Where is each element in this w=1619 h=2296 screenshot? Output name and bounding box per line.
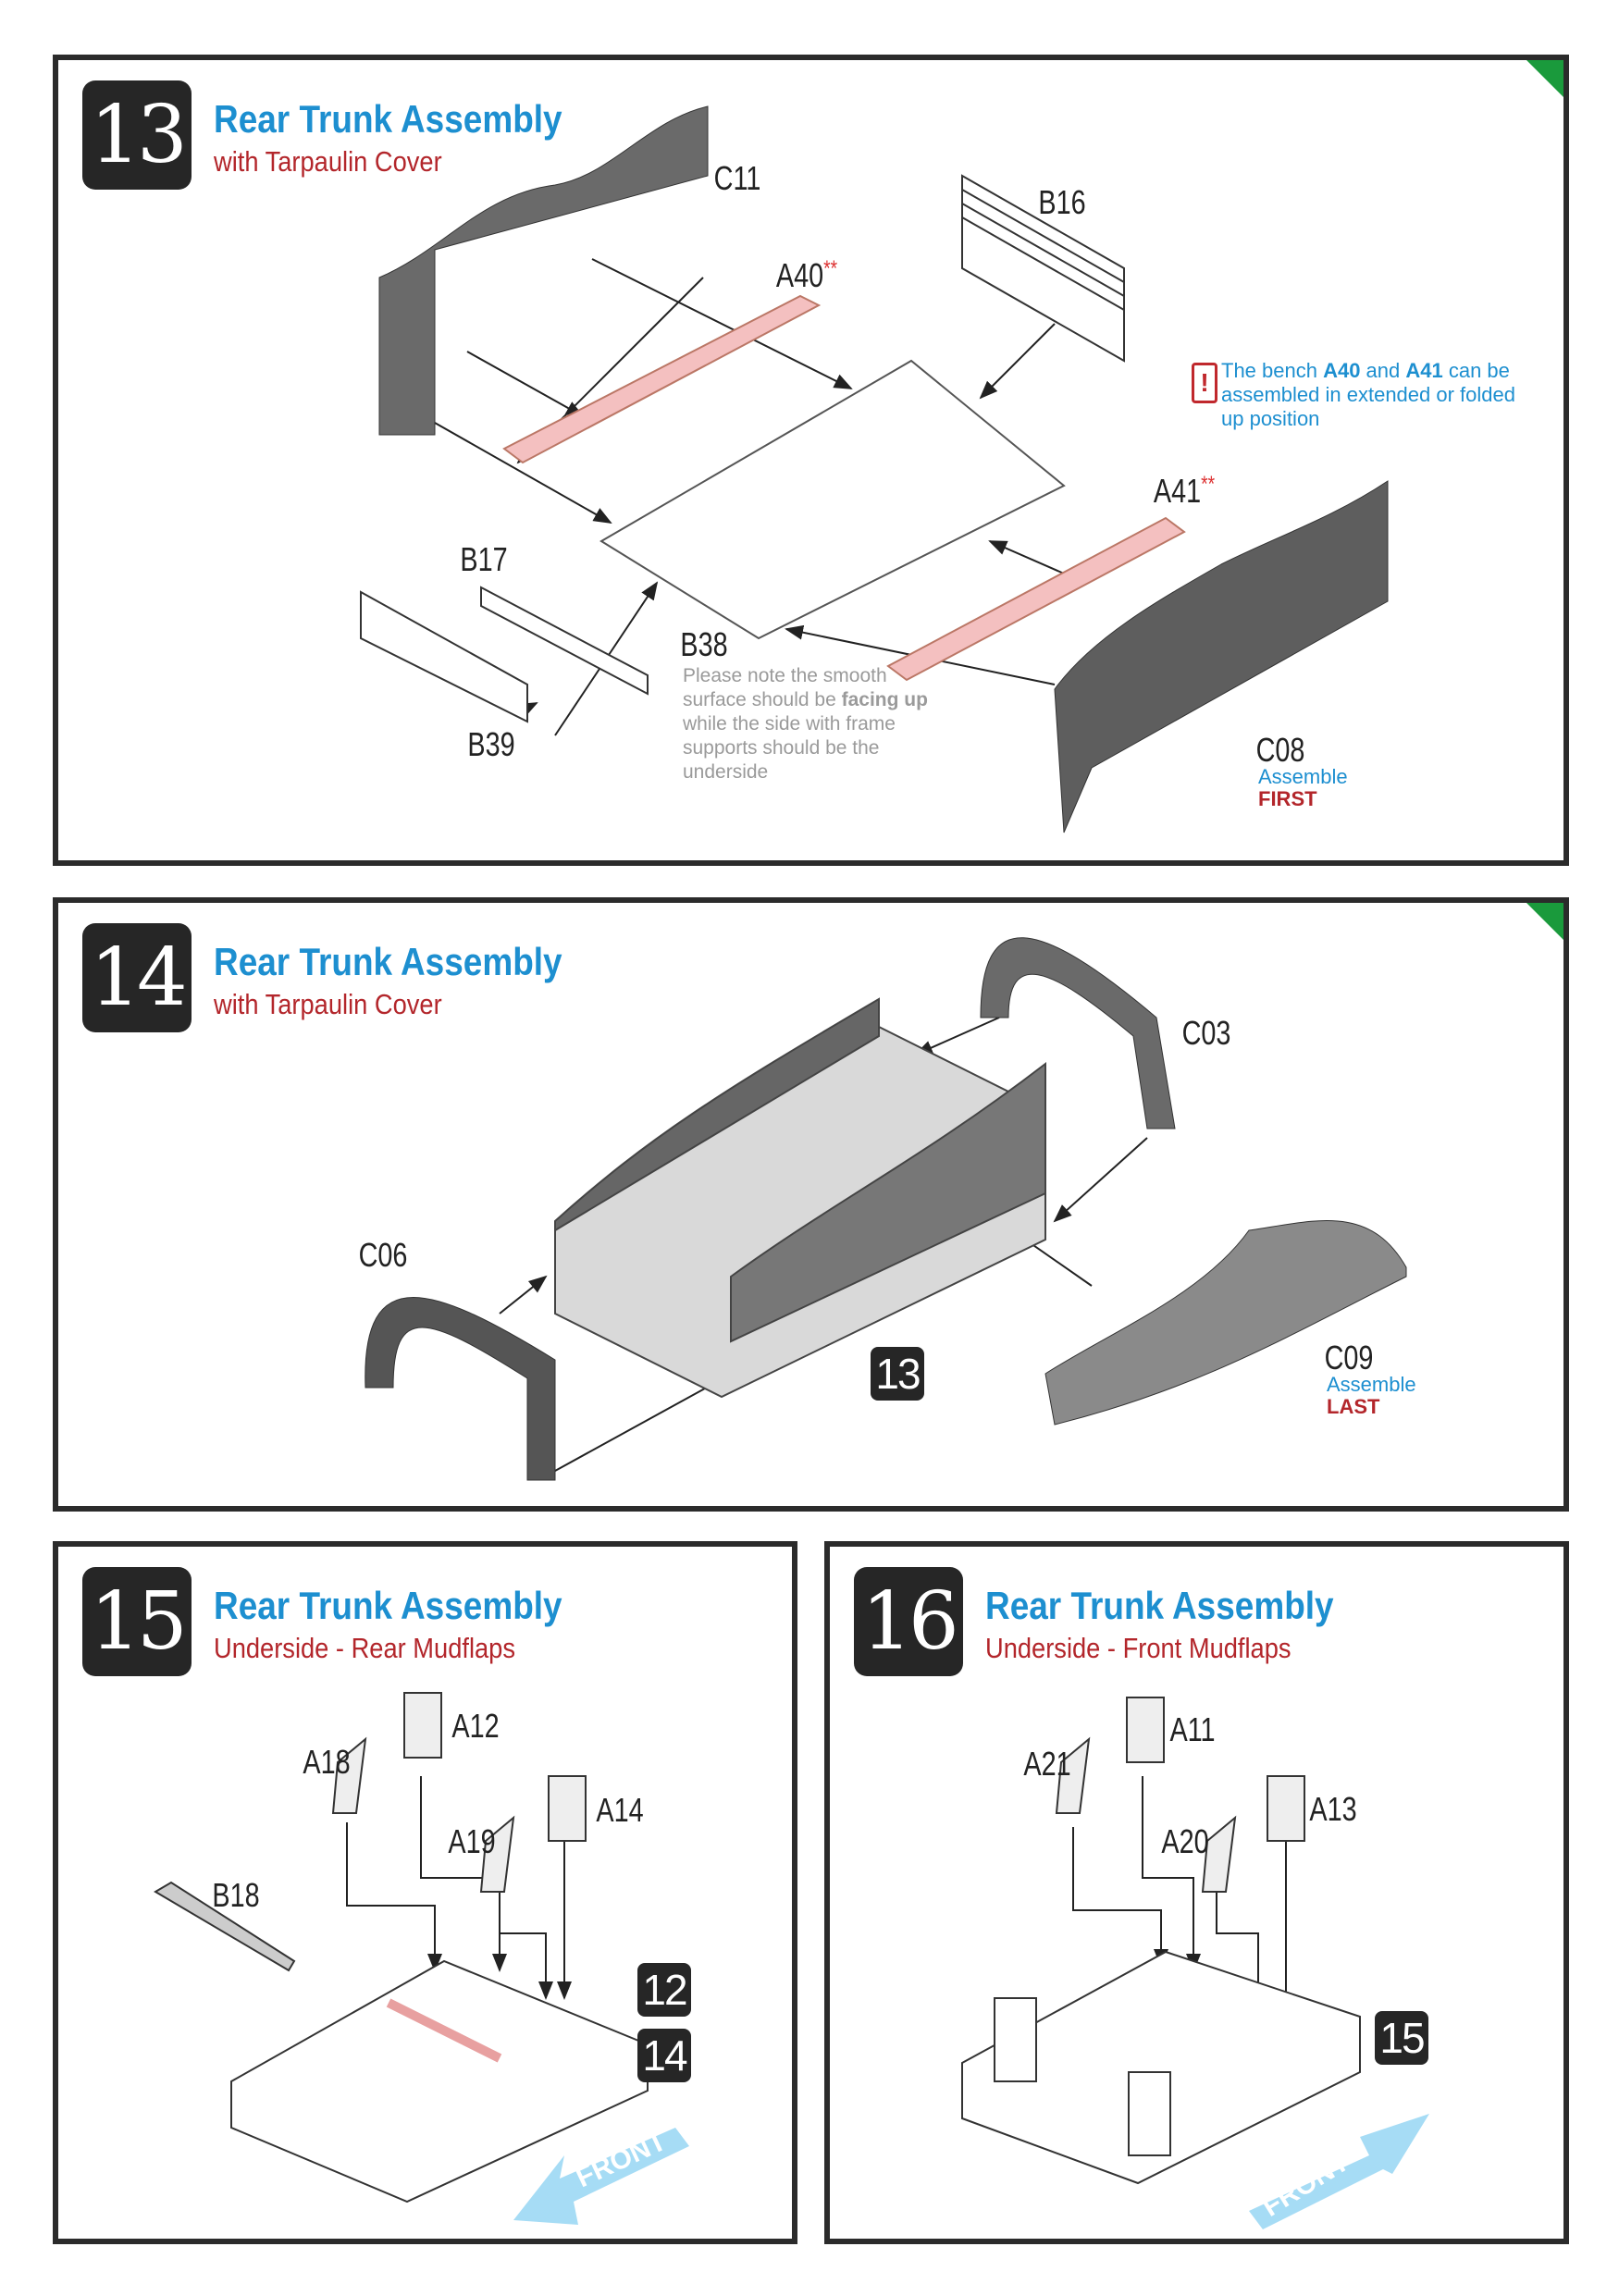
bench-note: The bench A40 and A41 can be assembled i… xyxy=(1221,359,1526,431)
step-ref-badge: 15 xyxy=(1375,2011,1428,2065)
label-c06: C06 xyxy=(358,1236,408,1274)
label-a18: A18 xyxy=(303,1743,351,1781)
step-title: Rear Trunk Assembly xyxy=(214,940,562,983)
step-title: Rear Trunk Assembly xyxy=(214,1584,562,1627)
step-title: Rear Trunk Assembly xyxy=(214,97,562,141)
step-13-panel: 13 Rear Trunk Assembly with Tarpaulin Co… xyxy=(53,55,1569,866)
label-b39: B39 xyxy=(467,725,515,763)
part-c06 xyxy=(365,1297,556,1481)
warning-icon: ! xyxy=(1192,363,1217,403)
step-number: 13 xyxy=(82,80,192,190)
part-b38 xyxy=(599,359,1066,640)
label-c08: C08 xyxy=(1255,731,1305,769)
step-ref-badge: 14 xyxy=(637,2029,691,2082)
label-a41: A41** xyxy=(1154,472,1215,511)
assemble-order: FIRST xyxy=(1258,787,1317,810)
part-b17-b39 xyxy=(360,586,649,723)
label-b17: B17 xyxy=(460,540,508,578)
a40-text: A40 xyxy=(775,256,824,294)
note-text: and xyxy=(1360,359,1406,382)
step-ref-badge: 12 xyxy=(637,1963,691,2017)
part-b18 xyxy=(154,1881,296,1972)
assemble-order: LAST xyxy=(1327,1395,1380,1418)
a41-stars: ** xyxy=(1201,472,1216,497)
step-number: 15 xyxy=(82,1567,192,1676)
part-mudflaps-16 xyxy=(1055,1697,1305,1893)
label-a21: A21 xyxy=(1023,1745,1071,1783)
label-a13: A13 xyxy=(1309,1790,1357,1828)
label-b16: B16 xyxy=(1038,183,1086,221)
label-a14: A14 xyxy=(596,1791,644,1829)
assembled-trunk-13 xyxy=(554,997,1046,1399)
a40-stars: ** xyxy=(823,256,838,281)
step-ref-badge: 13 xyxy=(871,1347,924,1401)
label-a11: A11 xyxy=(1169,1710,1216,1748)
step-subtitle: with Tarpaulin Cover xyxy=(214,988,442,1020)
label-a20: A20 xyxy=(1161,1822,1209,1860)
note-bold: facing up xyxy=(841,689,928,710)
label-c03: C03 xyxy=(1181,1014,1231,1052)
step-number: 14 xyxy=(82,923,192,1032)
step-subtitle: Underside - Front Mudflaps xyxy=(985,1632,1291,1664)
step-subtitle: with Tarpaulin Cover xyxy=(214,145,442,178)
note-a40: A40 xyxy=(1323,359,1361,382)
label-b18: B18 xyxy=(212,1876,260,1914)
label-a19: A19 xyxy=(448,1822,496,1860)
step-subtitle: Underside - Rear Mudflaps xyxy=(214,1632,515,1664)
corner-marker xyxy=(1526,60,1563,97)
part-a41 xyxy=(886,516,1186,682)
note-text: Please note the smooth surface should be xyxy=(683,665,887,710)
label-c11: C11 xyxy=(713,159,761,197)
note-text: can be assembled in extended or folded u… xyxy=(1221,359,1515,430)
a41-text: A41 xyxy=(1153,472,1202,510)
note-text: The bench xyxy=(1221,359,1324,382)
front-arrow-16 xyxy=(1249,2114,1429,2229)
assemble-text: Assemble xyxy=(1258,765,1348,788)
label-b38: B38 xyxy=(680,625,728,663)
assemble-text: Assemble xyxy=(1327,1373,1416,1396)
chassis-15 xyxy=(230,1959,649,2203)
part-c09 xyxy=(1044,1220,1407,1426)
step-title: Rear Trunk Assembly xyxy=(985,1584,1334,1627)
label-c09: C09 xyxy=(1324,1339,1374,1376)
label-a40: A40** xyxy=(776,256,837,295)
front-arrow-15 xyxy=(513,2128,689,2225)
note-text: while the side with frame supports shoul… xyxy=(683,713,896,783)
label-a12: A12 xyxy=(451,1707,500,1745)
part-mudflaps-15 xyxy=(331,1692,587,1893)
chassis-16 xyxy=(961,1950,1361,2185)
b38-note: Please note the smooth surface should be… xyxy=(683,664,933,784)
part-a40 xyxy=(502,294,822,464)
part-c08 xyxy=(1054,480,1389,833)
part-b16 xyxy=(961,174,1125,363)
note-a41: A41 xyxy=(1405,359,1443,382)
part-c03 xyxy=(980,937,1176,1129)
part-c11 xyxy=(378,105,709,436)
step-number: 16 xyxy=(854,1567,963,1676)
corner-marker xyxy=(1526,903,1563,940)
